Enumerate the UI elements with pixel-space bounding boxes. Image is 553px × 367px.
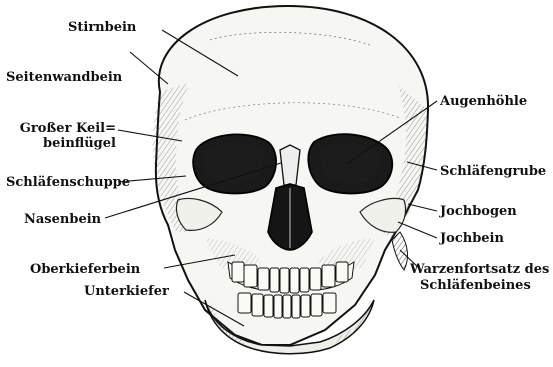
mastoid-process bbox=[392, 232, 407, 270]
nasal-bone bbox=[280, 145, 300, 185]
label-seitenwandbein: Seitenwandbein bbox=[6, 70, 122, 85]
label-keilbein-line2: beinflügel bbox=[8, 136, 116, 151]
label-schlaefengrube: Schläfengrube bbox=[440, 164, 546, 179]
label-oberkieferbein: Oberkieferbein bbox=[30, 262, 140, 277]
label-schlaefenschuppe: Schläfenschuppe bbox=[6, 175, 130, 190]
label-warzenfortsatz-line2: Schläfenbeines bbox=[420, 278, 531, 293]
label-jochbogen: Jochbogen bbox=[440, 204, 517, 219]
lower-teeth bbox=[238, 293, 336, 318]
label-stirnbein: Stirnbein bbox=[68, 20, 136, 35]
label-nasenbein: Nasenbein bbox=[24, 212, 101, 227]
label-jochbein: Jochbein bbox=[440, 231, 504, 246]
label-warzenfortsatz-line1: Warzenfortsatz des bbox=[410, 262, 549, 277]
label-augenhoehle: Augenhöhle bbox=[440, 94, 527, 109]
label-keilbein-line1: Großer Keil= bbox=[8, 121, 116, 136]
label-unterkiefer: Unterkiefer bbox=[84, 284, 169, 299]
